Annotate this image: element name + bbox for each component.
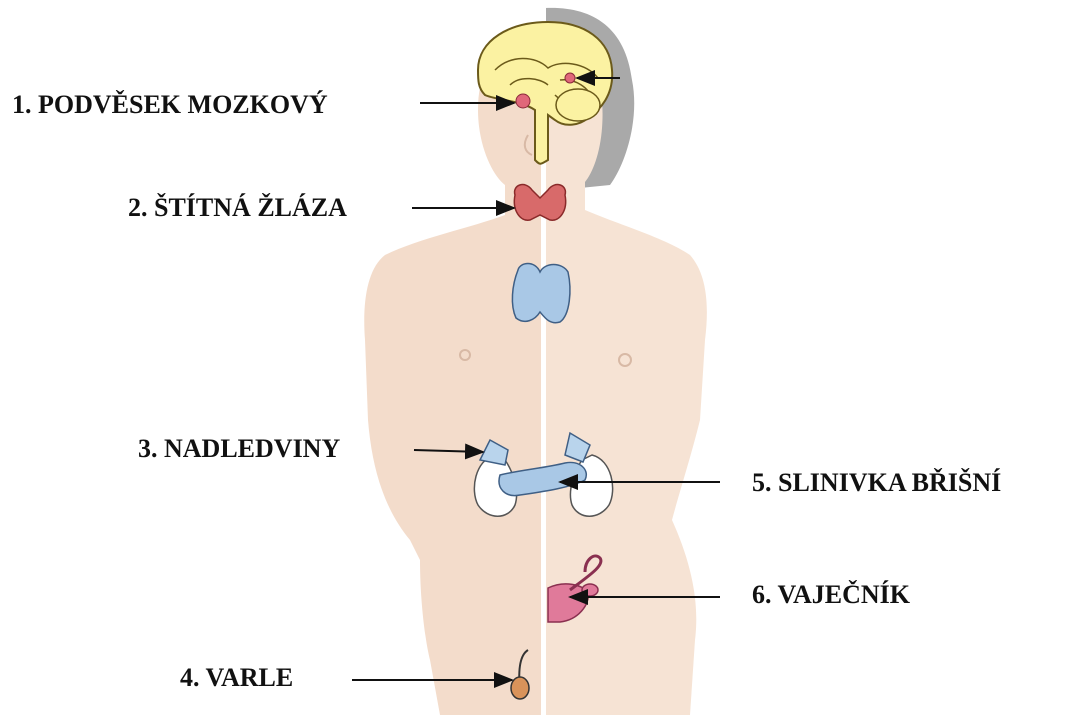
male-silhouette bbox=[364, 25, 545, 715]
label-pancreas: 5. SLINIVKA BŘIŠNÍ bbox=[752, 470, 1001, 496]
label-ovary: 6. VAJEČNÍK bbox=[752, 582, 910, 608]
pituitary-gland bbox=[516, 94, 530, 108]
pineal-gland bbox=[565, 73, 575, 83]
ovary-gland bbox=[582, 584, 598, 596]
label-thyroid: 2. ŠTÍTNÁ ŽLÁZA bbox=[128, 195, 347, 221]
label-testis: 4. VARLE bbox=[180, 665, 293, 691]
cerebellum bbox=[556, 89, 600, 121]
testis-gland bbox=[511, 677, 529, 699]
label-pituitary: 1. PODVĚSEK MOZKOVÝ bbox=[12, 92, 328, 118]
label-adrenals: 3. NADLEDVINY bbox=[138, 436, 340, 462]
thymus bbox=[512, 264, 570, 323]
